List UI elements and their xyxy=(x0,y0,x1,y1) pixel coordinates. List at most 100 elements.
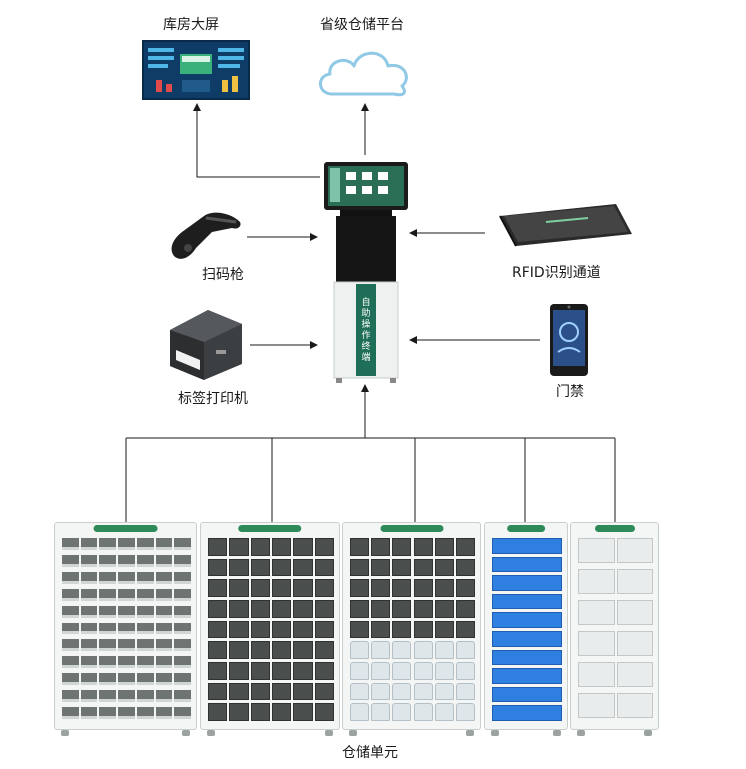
cabinet-slot xyxy=(208,641,228,659)
cabinet-slot xyxy=(272,600,292,618)
cabinet-slot xyxy=(155,656,173,669)
cabinet-slot xyxy=(136,588,154,601)
cabinet-slot xyxy=(208,600,228,618)
self-service-kiosk-node: 自助操作终端 xyxy=(322,160,410,385)
cabinet-slot xyxy=(616,569,653,594)
cabinet-slot xyxy=(293,620,313,639)
cabinet-slot xyxy=(118,554,135,567)
cabinet-slot xyxy=(492,556,562,573)
cabinet-slot xyxy=(413,662,433,680)
cabinet-slot xyxy=(578,569,615,594)
cabinet-slot xyxy=(62,639,79,652)
cabinet-foot xyxy=(644,730,652,736)
cabinet-slot xyxy=(455,538,475,556)
cabinet-foot xyxy=(466,730,474,736)
cabinet-slot xyxy=(350,620,370,639)
cabinet-slot xyxy=(229,641,249,659)
cabinet-slot xyxy=(413,558,433,577)
cabinet-foot xyxy=(61,730,69,736)
cabinet-slot xyxy=(136,656,154,669)
cabinet-slot xyxy=(434,682,454,701)
cabinet-slot xyxy=(413,538,433,556)
cabinet-slot xyxy=(136,605,154,618)
cabinet-slot xyxy=(99,571,117,584)
cabinet-slot xyxy=(118,690,135,703)
cabinet-slot xyxy=(492,538,562,554)
scanner-label: 扫码枪 xyxy=(202,267,244,283)
cabinet-slot xyxy=(229,682,249,701)
cabinet-slot xyxy=(155,554,173,567)
cabinet-slot xyxy=(492,649,562,666)
cabinet-slot xyxy=(371,703,391,721)
dashboard-screen-icon xyxy=(142,40,250,100)
cabinet-slot xyxy=(434,600,454,618)
cabinet-slot xyxy=(136,690,154,703)
cabinet-slot xyxy=(136,554,154,567)
cabinet-slot xyxy=(155,690,173,703)
cabinet-slot xyxy=(350,641,370,659)
cabinet-slot xyxy=(492,686,562,703)
provincial-platform-label: 省级仓储平台 xyxy=(320,17,404,33)
cabinet-slot xyxy=(392,579,412,597)
cabinet-slot xyxy=(250,641,270,659)
cabinet-slot xyxy=(392,641,412,659)
cabinet-slot xyxy=(272,682,292,701)
cabinet-slot xyxy=(250,703,270,721)
label-printer-label: 标签打印机 xyxy=(178,391,248,407)
cabinet-slot xyxy=(492,593,562,610)
self-service-kiosk-icon xyxy=(324,162,408,383)
cabinet-slot xyxy=(293,538,313,556)
cabinet-slot xyxy=(62,605,79,618)
cabinet-slot xyxy=(293,662,313,680)
cabinet-slot xyxy=(136,639,154,652)
arrow-kiosk-to-screen xyxy=(193,103,320,178)
cabinet-foot xyxy=(325,730,333,736)
storage-cabinet-4 xyxy=(484,522,568,736)
cabinet-slot xyxy=(392,538,412,556)
cabinet-slot xyxy=(578,600,615,625)
cabinet-slot xyxy=(99,656,117,669)
face-access-terminal-icon xyxy=(550,304,588,376)
cabinet-slot xyxy=(62,538,79,550)
rfid-channel-node xyxy=(496,200,636,248)
cabinet-slot xyxy=(250,579,270,597)
cabinet-slot xyxy=(229,538,249,556)
cabinet-slot xyxy=(371,538,391,556)
cabinet-slot xyxy=(99,707,117,719)
cabinet-slot xyxy=(434,662,454,680)
cabinet-slot xyxy=(99,673,117,686)
warehouse-screen-label: 库房大屏 xyxy=(163,17,219,33)
cabinet-slot xyxy=(155,571,173,584)
cabinet-slot xyxy=(118,673,135,686)
cabinet-slot xyxy=(99,538,117,550)
cabinet-foot xyxy=(207,730,215,736)
cabinet-slot xyxy=(229,620,249,639)
cabinet-slot xyxy=(350,662,370,680)
cabinet-foot xyxy=(349,730,357,736)
cabinet-slot xyxy=(80,571,98,584)
cabinet-slot xyxy=(80,588,98,601)
cabinet-slot xyxy=(455,600,475,618)
cabinet-slot xyxy=(272,662,292,680)
cabinet-slot xyxy=(455,579,475,597)
cabinet-slot xyxy=(208,538,228,556)
cabinet-slot xyxy=(136,622,154,635)
cabinet-slot xyxy=(492,668,562,684)
cabinet-slot xyxy=(250,558,270,577)
cabinet-slot xyxy=(155,588,173,601)
cabinet-slot xyxy=(293,579,313,597)
cabinet-slot xyxy=(208,682,228,701)
cabinet-slot xyxy=(99,639,117,652)
cabinet-slot xyxy=(392,600,412,618)
cabinet-slot xyxy=(578,693,615,718)
cabinet-slot xyxy=(434,558,454,577)
cabinet-slot xyxy=(293,600,313,618)
cabinet-slot xyxy=(492,631,562,647)
cabinet-slot xyxy=(293,558,313,577)
cabinet-slot xyxy=(174,707,191,719)
cabinet-slot xyxy=(136,707,154,719)
cabinet-slot xyxy=(434,703,454,721)
cabinet-slot xyxy=(62,707,79,719)
cabinet-slot xyxy=(80,656,98,669)
rfid-channel-label: RFID识别通道 xyxy=(512,265,601,281)
